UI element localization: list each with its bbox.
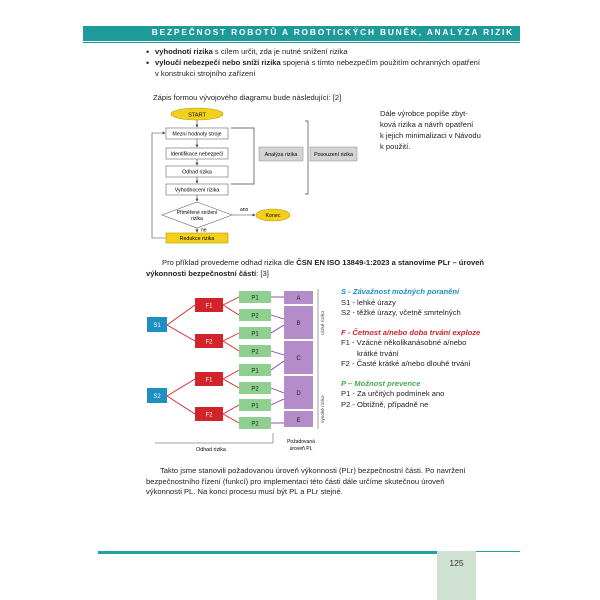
side-line: Dále výrobce popíše zbyt- [380, 109, 468, 118]
chapter-title: BEZPEČNOST ROBOTŮ A ROBOTICKÝCH BUNĚK, A… [151, 27, 514, 37]
p-label: P1 [251, 404, 259, 410]
loop-arrow [151, 131, 166, 239]
pozadovana-label: úroveň PL [290, 446, 313, 452]
side-paragraph: Dále výrobce popíše zbyt- ková rizika a … [380, 108, 481, 152]
assessment-box [309, 146, 358, 162]
p-label: P2 [251, 350, 259, 356]
level-boxes [284, 291, 313, 427]
yes-label: ano [240, 207, 249, 213]
legend-s-heading: S - Závažnost možných poranění [341, 287, 460, 296]
analysis-bracket [231, 127, 255, 185]
reduce-label: Redukce rizika [180, 236, 215, 242]
level-label: B [296, 321, 300, 327]
closing-line: Takto jsme stanovili požadovanou úroveň … [160, 466, 466, 475]
page-number-box [437, 551, 476, 600]
p-label: P1 [251, 332, 259, 338]
assessment-bracket [305, 120, 309, 195]
side-line: ková rizika a návrh opatření [380, 120, 474, 129]
s-label: S2 [153, 394, 161, 400]
no-label: ne [201, 228, 207, 234]
s-node [147, 388, 167, 403]
bullet-dot: • [146, 47, 150, 57]
odhad-label: Odhad rizika [196, 447, 226, 453]
legend-item: S2 - těžké úrazy, včetně smrtelných [341, 308, 461, 317]
legend-item: F2 - Časté krátké a/nebo dlouhé trvání [341, 359, 471, 368]
f-node [195, 334, 223, 348]
bullet-2: vyloučí nebezpečí nebo sníží rizika spoj… [155, 58, 481, 67]
step-label: Odhad rizika [182, 170, 212, 176]
p-label: P2 [251, 387, 259, 393]
example-line-1: Pro příklad provedeme odhad rizika dle Č… [162, 258, 485, 267]
level-links [270, 296, 285, 424]
footer-rule [476, 551, 520, 552]
step-label: Vyhodnocení rizika [175, 188, 220, 194]
example-line-2: výkonnosti bezpečnostní částí: [3] [146, 269, 269, 278]
f-node [195, 372, 223, 386]
p-label: P2 [251, 422, 259, 428]
risk-graph: S1 S2 F1 F2 F1 F2 P1 P2 P1 P2 P1 P2 P1 P… [147, 289, 326, 453]
analysis-label: Analýza rizika [265, 152, 298, 158]
f-node [195, 298, 223, 312]
decision-label: Přiměřené snížení [177, 210, 218, 216]
s-label: S1 [153, 323, 161, 329]
flow-intro: Zápis formou vývojového diagramu bude ná… [153, 93, 342, 102]
low-risk-label: nízké riziko [320, 311, 326, 335]
level-label: E [296, 418, 300, 424]
analysis-box [258, 146, 304, 162]
f-label: F2 [205, 413, 213, 419]
branch-lines [166, 296, 240, 424]
closing-paragraph: Takto jsme stanovili požadovanou úroveň … [146, 466, 486, 498]
side-line: k použití. [380, 142, 411, 151]
bullet-1: vyhodnotí rizika s cílem určit, zda je n… [155, 47, 348, 56]
footer-bar [98, 551, 437, 554]
legend-item: P2 - Obtížně, případně ne [341, 399, 429, 409]
pozadovana-label: Požadovaná [287, 439, 315, 445]
assessment-label: Posouzení rizika [314, 152, 353, 158]
p-label: P2 [251, 314, 259, 320]
end-label: Konec [265, 213, 280, 219]
level-label: C [296, 356, 301, 362]
legend-item: P1 - Za určitých podmínek ano [341, 389, 445, 398]
p-nodes [239, 291, 271, 429]
p-label: P1 [251, 369, 259, 375]
high-risk-label: vysoké riziko [320, 395, 326, 423]
step-label: Mezní hodnoty stroje [172, 132, 221, 138]
closing-line: bezpečnostního řízení (funkcí) pro imple… [146, 476, 445, 486]
bullet-2-continuation: v konstrukci strojního zařízení [155, 69, 256, 78]
decision-label: rizika [191, 216, 203, 222]
closing-line: výkonnosti PL. Na konci procesu musí být… [146, 487, 343, 496]
legend-item: krátké trvání [357, 348, 399, 358]
legend-item: S1 - lehké úrazy [341, 297, 396, 307]
chapter-header-bar: BEZPEČNOST ROBOTŮ A ROBOTICKÝCH BUNĚK, A… [83, 26, 520, 41]
legend-item: F1 - Vzácné několikanásobné a/nebo [341, 338, 467, 347]
risk-flowchart: START Mezní hodnoty stroje Identifikace … [151, 107, 358, 244]
risk-legend: S - Závažnost možných poranění S1 - lehk… [341, 287, 480, 410]
f-label: F1 [205, 378, 213, 384]
page-number: 125 [449, 558, 464, 568]
level-label: A [296, 296, 300, 302]
p-label: P1 [251, 296, 259, 302]
bullet-dot: • [146, 58, 150, 68]
step-label: Identifikace nebezpečí [171, 152, 224, 158]
side-line: k jejich minimalizaci v Návodu [380, 131, 481, 140]
start-label: START [188, 112, 206, 118]
header-rule [83, 42, 520, 43]
f-node [195, 407, 223, 421]
level-label: D [296, 391, 301, 397]
legend-p-heading: P – Možnost prevence [341, 378, 421, 388]
legend-f-heading: F - Četnost a/nebo doba trvání exploze [341, 327, 481, 337]
f-label: F1 [205, 304, 213, 310]
s-node [147, 317, 167, 332]
end-node [255, 208, 291, 222]
f-label: F2 [205, 340, 213, 346]
